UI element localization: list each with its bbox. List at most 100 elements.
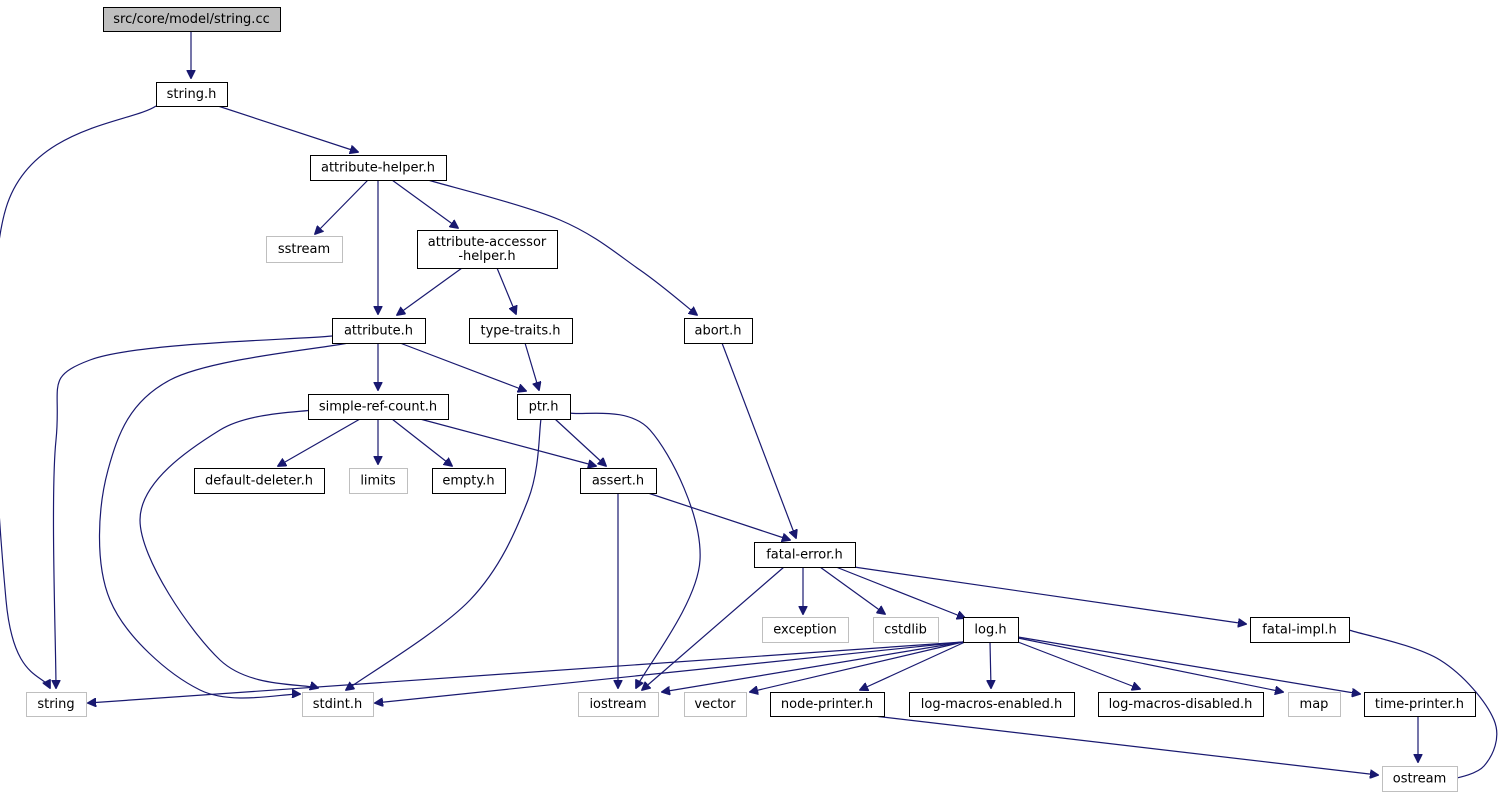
node-box (308, 394, 449, 420)
node-box (684, 318, 753, 344)
edge-simple-ref-count-h-to-assert-h (419, 418, 596, 466)
node-label: limits (360, 474, 396, 489)
edge-simple-ref-count-h-to-stdint-h (139, 408, 321, 688)
node-label: log.h (974, 623, 1006, 638)
edge-log-h-to-string (88, 641, 964, 703)
edge-string-h-to-string (0, 105, 157, 688)
node-label: -helper.h (458, 249, 515, 264)
node-box (266, 236, 343, 263)
edge-layer (0, 32, 1498, 782)
node-label: fatal-impl.h (1262, 623, 1336, 638)
node-box (684, 692, 747, 717)
edge-log-h-to-log-macros-disabled-h (1017, 641, 1140, 689)
node-log-macros-enabled-h[interactable]: log-macros-enabled.h (909, 692, 1075, 717)
edge-fatal-impl-h-to-ostream (1348, 629, 1498, 782)
node-label: attribute-helper.h (321, 161, 435, 176)
node-label: attribute-accessor (428, 235, 547, 250)
node-vector: vector (684, 692, 747, 717)
node-sstream: sstream (266, 236, 343, 263)
node-label: stdint.h (313, 697, 362, 712)
node-box (963, 617, 1019, 643)
node-ptr-h[interactable]: ptr.h (517, 394, 571, 420)
node-label: log-macros-disabled.h (1109, 697, 1253, 712)
node-layer: src/core/model/string.cc string.h string at… (26, 7, 1476, 792)
node-box (26, 692, 87, 717)
node-attribute-helper-h[interactable]: attribute-helper.h (310, 155, 447, 181)
edge-node-printer-h-to-ostream (873, 715, 1378, 775)
edge-log-h-to-vector (750, 641, 964, 692)
node-label: time-printer.h (1375, 697, 1464, 712)
node-box (332, 318, 426, 344)
node-box (873, 617, 939, 643)
node-ostream: ostream (1382, 766, 1458, 792)
node-log-h[interactable]: log.h (963, 617, 1019, 643)
node-log-macros-disabled-h[interactable]: log-macros-disabled.h (1098, 692, 1264, 717)
node-box (754, 542, 856, 568)
edge-simple-ref-count-h-to-empty-h (391, 418, 452, 466)
edge-abort-h-to-fatal-error-h (721, 342, 796, 538)
node-attribute-h[interactable]: attribute.h (332, 318, 426, 344)
node-label: ostream (1393, 772, 1447, 787)
node-label: iostream (589, 697, 646, 712)
edge-type-traits-h-to-ptr-h (524, 342, 539, 390)
edge-attribute-helper-h-to-attribute-accessor-helper-h (391, 179, 458, 228)
node-label: default-deleter.h (205, 474, 313, 489)
node-label: map (1300, 697, 1329, 712)
node-box (417, 230, 558, 269)
node-box (349, 468, 408, 494)
node-box (762, 617, 849, 643)
edge-attribute-h-to-ptr-h (399, 342, 526, 391)
node-fatal-error-h[interactable]: fatal-error.h (754, 542, 856, 568)
node-label: abort.h (695, 324, 742, 339)
node-abort-h[interactable]: abort.h (684, 318, 753, 344)
edge-fatal-error-h-to-cstdlib (819, 566, 885, 614)
node-default-deleter-h[interactable]: default-deleter.h (194, 468, 325, 494)
node-box (770, 692, 885, 717)
node-label: attribute.h (344, 324, 413, 339)
node-box (1382, 766, 1458, 792)
node-box (1364, 692, 1476, 717)
node-box (578, 692, 659, 717)
node-box (156, 82, 228, 107)
node-box (1250, 617, 1350, 643)
edge-log-h-to-time-printer-h (1017, 636, 1360, 694)
node-label: type-traits.h (481, 324, 561, 339)
edge-attribute-h-to-string (53, 335, 333, 688)
edge-log-h-to-log-macros-enabled-h (990, 641, 991, 688)
node-label: simple-ref-count.h (319, 400, 437, 415)
edge-log-h-to-node-printer-h (860, 641, 966, 690)
edge-string-h-to-attribute-helper-h (217, 105, 358, 152)
node-string-h[interactable]: string.h (156, 82, 228, 107)
node-box (580, 468, 657, 494)
node-empty-h[interactable]: empty.h (432, 468, 506, 494)
node-fatal-impl-h[interactable]: fatal-impl.h (1250, 617, 1350, 643)
node-label: string (37, 697, 74, 712)
node-box (310, 155, 447, 181)
node-label: exception (773, 623, 837, 638)
node-type-traits-h[interactable]: type-traits.h (469, 318, 573, 344)
node-cstdlib: cstdlib (873, 617, 939, 643)
node-label: assert.h (592, 474, 644, 489)
node-attribute-accessor-helper-h[interactable]: attribute-accessor-helper.h (417, 230, 558, 269)
node-simple-ref-count-h[interactable]: simple-ref-count.h (308, 394, 449, 420)
node-box (469, 318, 573, 344)
node-limits: limits (349, 468, 408, 494)
node-assert-h[interactable]: assert.h (580, 468, 657, 494)
edge-attribute-accessor-helper-h-to-attribute-h (397, 267, 463, 315)
node-box (909, 692, 1075, 717)
node-stdint-h: stdint.h (302, 692, 374, 717)
node-string: string (26, 692, 87, 717)
edge-ptr-h-to-iostream (569, 412, 701, 688)
node-box (103, 7, 281, 32)
node-box (1098, 692, 1264, 717)
node-time-printer-h[interactable]: time-printer.h (1364, 692, 1476, 717)
node-label: vector (694, 697, 736, 712)
node-label: log-macros-enabled.h (921, 697, 1062, 712)
node-node-printer-h[interactable]: node-printer.h (770, 692, 885, 717)
node-label: node-printer.h (781, 697, 873, 712)
edge-ptr-h-to-stdint-h (346, 418, 542, 690)
edge-fatal-error-h-to-fatal-impl-h (853, 566, 1246, 624)
node-box (302, 692, 374, 717)
node-string-cc[interactable]: src/core/model/string.cc (103, 7, 281, 32)
